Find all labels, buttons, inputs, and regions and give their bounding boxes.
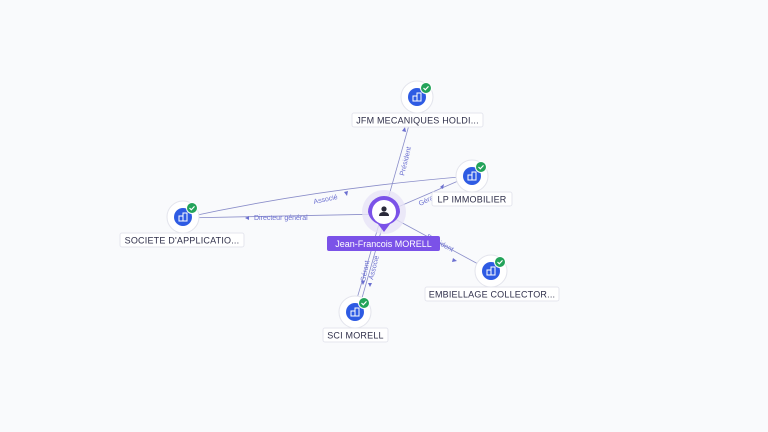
person-node[interactable] <box>362 190 406 234</box>
edge-person-soc <box>182 213 385 219</box>
company-label-bg <box>119 232 245 248</box>
company-name-lp[interactable]: LP IMMOBILIER <box>438 195 507 205</box>
edge-soc-lp-associe <box>182 175 473 219</box>
person-name[interactable]: Jean-Francois MORELL <box>335 239 432 249</box>
person-label-bg <box>327 236 440 251</box>
building-icon <box>412 92 422 102</box>
company-node-jfm[interactable] <box>400 80 434 114</box>
arrow-head-jfm <box>402 127 406 132</box>
arrow-head-sci-associe <box>368 283 372 287</box>
edge-label-gerant-sci: Gérant <box>360 260 371 282</box>
company-name-sci[interactable]: SCI MORELL <box>327 331 384 341</box>
company-name-soc[interactable]: SOCIETE D'APPLICATIO... <box>125 236 240 246</box>
edge-label-president-jfm: Président <box>399 146 413 176</box>
company-node-sci[interactable] <box>338 295 372 329</box>
edge-label-associe-soc: Associé <box>313 194 339 206</box>
company-label-bg <box>351 112 484 128</box>
arrow-head-lp <box>440 184 444 189</box>
company-label-bg <box>322 327 389 343</box>
building-icon <box>350 307 360 317</box>
check-badge-icon <box>420 82 432 94</box>
company-node-soc[interactable] <box>166 200 200 234</box>
check-badge-icon <box>475 161 487 173</box>
building-icon <box>178 212 188 222</box>
edge-label-directeur-soc: Directeur général <box>254 215 308 222</box>
company-label-bg <box>424 286 560 302</box>
arrow-head-sci-gerant <box>361 281 365 285</box>
building-icon <box>486 266 496 276</box>
company-node-lp[interactable] <box>455 159 489 193</box>
company-node-emb[interactable] <box>474 254 508 288</box>
building-icon <box>467 171 477 181</box>
check-badge-icon <box>186 202 198 214</box>
user-icon <box>379 206 389 216</box>
check-badge-icon <box>494 256 506 268</box>
arrow-head-emb <box>452 258 457 262</box>
edge-label-associe-sci: Associé <box>368 255 381 281</box>
arrow-head-soc-directeur <box>245 216 249 220</box>
company-name-emb[interactable]: EMBIELLAGE COLLECTOR... <box>429 290 555 300</box>
check-badge-icon <box>358 297 370 309</box>
company-label-bg <box>431 191 513 207</box>
arrow-head-soc-associe <box>344 191 348 196</box>
company-name-jfm[interactable]: JFM MECANIQUES HOLDI... <box>356 116 479 126</box>
